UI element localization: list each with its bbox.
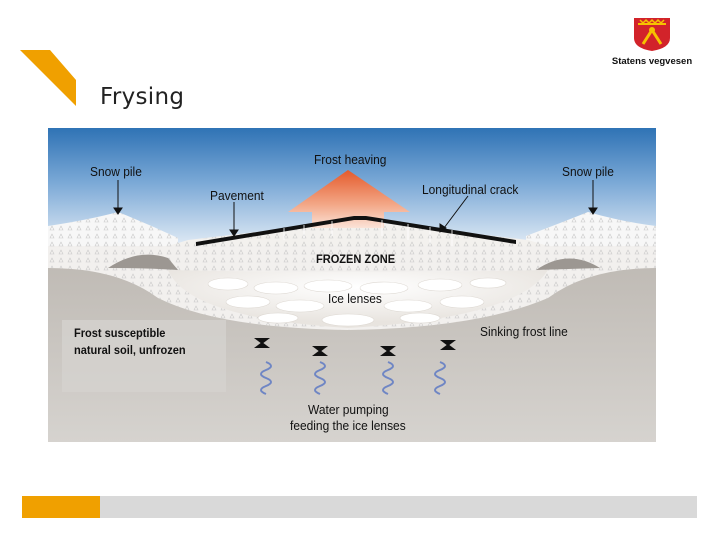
brand-logo: Statens vegvesen — [600, 16, 704, 72]
footer-accent — [22, 496, 100, 518]
slide-title: Frysing — [100, 84, 184, 110]
label-snow-pile-left: Snow pile — [90, 164, 142, 179]
footer-bar — [22, 496, 697, 518]
lion-crest-icon — [630, 16, 674, 52]
label-snow-pile-right: Snow pile — [562, 164, 614, 179]
label-ice-lenses: Ice lenses — [328, 291, 382, 306]
corner-accent-shape — [20, 50, 78, 108]
label-soil-line1: Frost susceptible — [74, 326, 165, 340]
label-frozen-zone: FROZEN ZONE — [316, 252, 395, 266]
label-soil-line2: natural soil, unfrozen — [74, 343, 186, 357]
frost-heave-diagram: Snow pile Snow pile Frost heaving Paveme… — [48, 128, 656, 442]
label-sinking-frost-line: Sinking frost line — [480, 324, 568, 339]
label-longitudinal-crack: Longitudinal crack — [422, 182, 518, 197]
label-frost-heaving: Frost heaving — [314, 152, 386, 167]
brand-name: Statens vegvesen — [600, 56, 704, 67]
label-water-line2: feeding the ice lenses — [290, 418, 406, 433]
label-pavement: Pavement — [210, 188, 264, 203]
label-water-line1: Water pumping — [308, 402, 389, 417]
